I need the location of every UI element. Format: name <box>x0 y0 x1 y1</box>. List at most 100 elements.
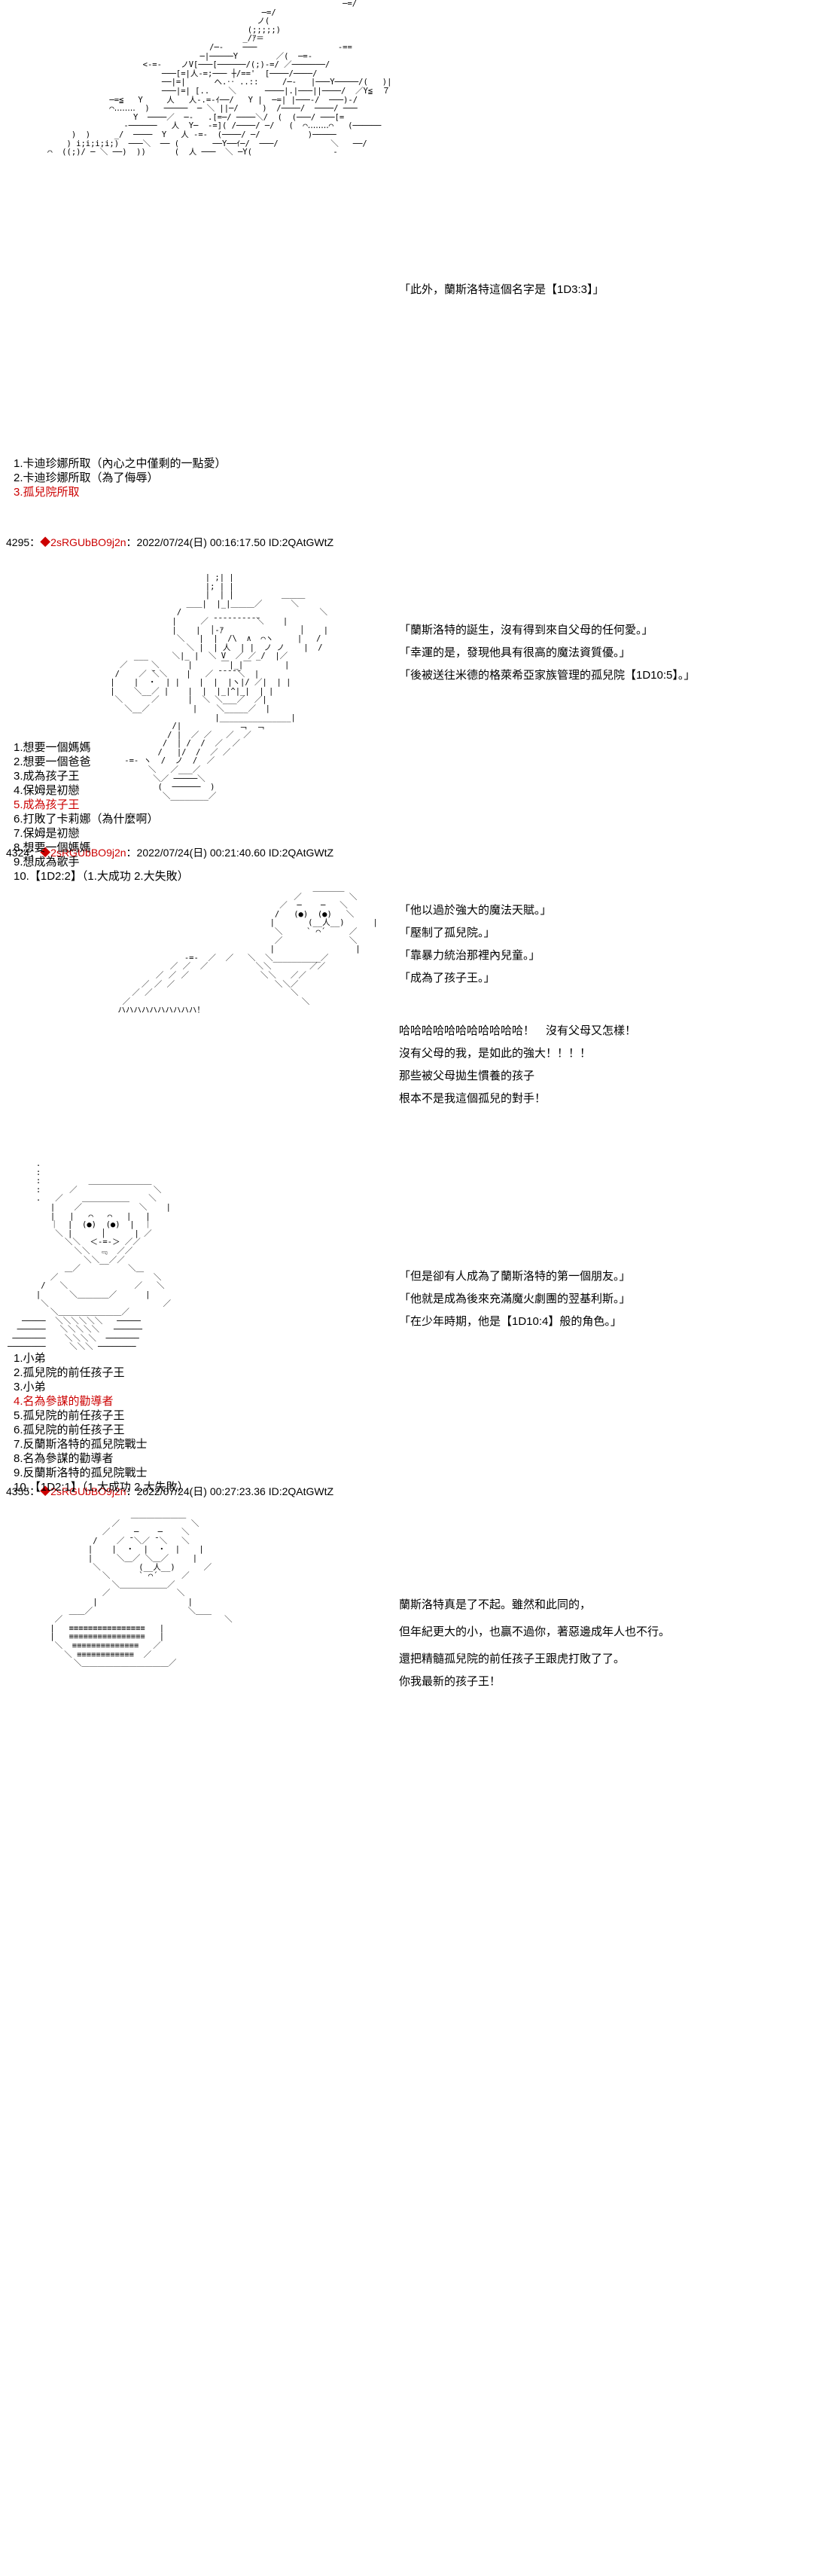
narration-line: 蘭斯洛特真是了不起。雖然和此同的， <box>399 1598 592 1611</box>
choice-item: 1.小弟 <box>14 1351 189 1366</box>
choice-label: 名為參謀的勸導者 <box>23 1395 114 1408</box>
narration-line: 但年紀更大的小，也贏不過你，著惡邊成年人也不行。 <box>399 1625 671 1638</box>
choice-label: 【1D2:1】（1.大成功 2.大失敗） <box>29 1481 189 1494</box>
post-uid: ID:2QAtGWtZ <box>268 536 334 548</box>
choice-number: 3. <box>14 1381 23 1393</box>
post-4355-a: ＿＿＿＿ ／ ＼ ／ ─ ─ ＼ / (●) (●) ＼ | (__ <box>0 884 813 1140</box>
choice-number: 5. <box>14 798 23 811</box>
post-author: 2sRGUbBO9j2n <box>50 536 126 548</box>
choice-number: 5. <box>14 1409 23 1422</box>
speech-bubble: 「但是卻有人成為了蘭斯洛特的第一個朋友。」 <box>399 1270 631 1283</box>
diamond-icon: ◆ <box>40 1485 51 1497</box>
narration-line: 沒有父母的我，是如此的強大！！！！ <box>399 1047 592 1060</box>
choice-number: 7. <box>14 1438 23 1451</box>
choice-number: 3. <box>14 770 23 783</box>
ascii-art-5: ＿＿＿＿＿＿＿ ／ ＼ ／ ─ ─ ＼ / ／ ̄ ＼／ ̄ ＼ ＼ | | ・… <box>50 1511 233 1668</box>
post-footer-1: 4295：◆2sRGUbBO9j2n：2022/07/24(日) 00:16:1… <box>6 536 334 548</box>
choice-item: 8.名為參謀的勸導者 <box>14 1451 189 1466</box>
ascii-art-2: | ;| | |; | | | | | ＿＿＿ ＿＿| |_|＿＿＿／ ＼ / … <box>110 574 329 801</box>
choice-label: 名為參謀的勸導者 <box>23 1452 114 1465</box>
choice-item: 7.保姆是初戀 <box>14 826 189 841</box>
choice-list-1: 1.卡迪珍娜所取（內心之中僅剩的一點愛） 2.卡迪珍娜所取（為了侮辱） 3.孤兒… <box>0 452 227 499</box>
narration-line: 哈哈哈哈哈哈哈哈哈哈哈！ 沒有父母又怎樣！ <box>399 1024 637 1037</box>
choice-label: 想要一個爸爸 <box>23 755 91 768</box>
post-date: 2022/07/24(日) 00:21:40.60 <box>136 847 266 859</box>
choice-label: 成為孩子王 <box>23 770 80 783</box>
speech-bubble: 「此外，蘭斯洛特這個名字是【1D3:3】」 <box>399 283 604 296</box>
choice-item: 2.孤兒院的前任孩子王 <box>14 1366 189 1380</box>
choice-label: 保姆是初戀 <box>23 827 80 840</box>
choice-number: 2. <box>14 755 23 768</box>
post-author: 2sRGUbBO9j2n <box>50 1485 126 1497</box>
post-number[interactable]: 4355 <box>6 1485 30 1497</box>
choice-number: 6. <box>14 813 23 826</box>
choice-number: 6. <box>14 1424 23 1436</box>
choice-number: 4. <box>14 1395 23 1408</box>
choice-label: 孤兒院的前任孩子王 <box>23 1424 125 1436</box>
choice-label: 卡迪珍娜所取（為了侮辱） <box>23 472 159 484</box>
choice-number: 8. <box>14 1452 23 1465</box>
post-date: 2022/07/24(日) 00:16:17.50 <box>136 536 266 548</box>
choice-label: 想要一個媽媽 <box>23 741 91 754</box>
speech-bubble: 「成為了孩子王。」 <box>399 972 495 984</box>
ascii-art-4: . : : ＿＿＿＿＿＿＿＿ : ／ ＼ . ／ ＿＿＿＿＿＿ ＼ | ／ ＼ … <box>8 1160 171 1352</box>
choice-item: 3.小弟 <box>14 1380 189 1394</box>
choice-number: 1. <box>14 741 23 754</box>
choice-label: 卡迪珍娜所取（內心之中僅剩的一點愛） <box>23 457 227 470</box>
choice-number: 1. <box>14 457 23 470</box>
speech-bubble: 「靠暴力統治那裡內兒童。」 <box>399 949 540 962</box>
post-final: ＿＿＿＿＿＿＿ ／ ＼ ／ ─ ─ ＼ / ／ ̄ ＼／ ̄ ＼ ＼ | | ・… <box>0 1511 813 1760</box>
choice-item: 3.成為孩子王 <box>14 769 189 783</box>
choice-item: 6.打敗了卡莉娜（為什麼啊） <box>14 812 189 826</box>
diamond-icon: ◆ <box>40 847 51 859</box>
speech-group-2: 「蘭斯洛特的誕生，沒有得到來自父母的任何愛。」 「幸運的是，發現他具有很高的魔法… <box>399 619 809 687</box>
post-footer-4: 4355：◆2sRGUbBO9j2n：2022/07/24(日) 00:27:2… <box>6 1485 334 1497</box>
choice-label: 小弟 <box>23 1352 46 1365</box>
narration-line: 你我最新的孩子王！ <box>399 1675 501 1688</box>
post-number[interactable]: 4295 <box>6 536 30 548</box>
narration-line: 根本不是我這個孤兒的對手！ <box>399 1092 547 1105</box>
choice-number: 7. <box>14 827 23 840</box>
post-author: 2sRGUbBO9j2n <box>50 847 126 859</box>
choice-label: 想要一個媽媽 <box>23 841 91 854</box>
choice-item: 9.想成為歌手 <box>14 855 189 869</box>
speech-bubble: 「在少年時期，他是【1D10:4】般的角色。」 <box>399 1315 622 1328</box>
narration-group-3: 哈哈哈哈哈哈哈哈哈哈哈！ 沒有父母又怎樣！ 沒有父母的我，是如此的強大！！！！ … <box>399 1020 809 1110</box>
choice-item: 10.【1D2:2】（1.大成功 2.大失敗） <box>14 869 189 884</box>
ascii-art-1: ─=/ ─=/ ノ( (;;;;;) <box>47 0 392 157</box>
choice-label: 保姆是初戀 <box>23 784 80 797</box>
choice-item: 2.想要一個爸爸 <box>14 755 189 769</box>
speech-bubble: 「他就是成為後來充滿魔火劇團的翌基利斯。」 <box>399 1293 631 1305</box>
post-date: 2022/07/24(日) 00:27:23.36 <box>136 1485 266 1497</box>
choice-item-selected: 3.孤兒院所取 <box>14 485 227 499</box>
choice-item: 2.卡迪珍娜所取（為了侮辱） <box>14 471 227 485</box>
narration-line: 那些被父母拋生慣養的孩子 <box>399 1070 535 1082</box>
choice-label: 想成為歌手 <box>23 856 80 868</box>
choice-number: 4. <box>14 784 23 797</box>
choice-item: 6.孤兒院的前任孩子王 <box>14 1423 189 1437</box>
choice-number: 2. <box>14 1366 23 1379</box>
post-4324: | ;| | |; | | | | | ＿＿＿ ＿＿| |_|＿＿＿／ ＼ / … <box>0 574 813 883</box>
speech-bubble: 「壓制了孤兒院。」 <box>399 926 495 939</box>
ascii-art-3: ＿＿＿＿ ／ ＼ ／ ─ ─ ＼ / (●) (●) ＼ | (__ <box>117 884 378 1015</box>
choice-label: 【1D2:2】（1.大成功 2.大失敗） <box>29 870 189 883</box>
choice-item-selected: 4.名為參謀的勸導者 <box>14 1394 189 1409</box>
choice-label: 打敗了卡莉娜（為什麼啊） <box>23 813 159 826</box>
choice-number: 10. <box>14 1481 29 1494</box>
choice-label: 小弟 <box>23 1381 46 1393</box>
choice-label: 反蘭斯洛特的孤兒院戰士 <box>23 1467 148 1479</box>
post-number[interactable]: 4324 <box>6 847 30 859</box>
speech-bubble: 「他以過於強大的魔法天賦。」 <box>399 904 552 917</box>
speech-group-3: 「他以過於強大的魔法天賦。」 「壓制了孤兒院。」 「靠暴力統治那裡內兒童。」 「… <box>399 899 809 990</box>
choice-item: 10.【1D2:1】（1.大成功 2.大失敗） <box>14 1480 189 1494</box>
diamond-icon: ◆ <box>40 536 51 548</box>
choice-label: 孤兒院的前任孩子王 <box>23 1366 125 1379</box>
choice-label: 孤兒院的前任孩子王 <box>23 1409 125 1422</box>
choice-number: 9. <box>14 1467 23 1479</box>
post-footer-2: 4324：◆2sRGUbBO9j2n：2022/07/24(日) 00:21:4… <box>6 847 334 859</box>
choice-item-selected: 5.成為孩子王 <box>14 798 189 812</box>
choice-number: 8. <box>14 841 23 854</box>
thread-page: ─=/ ─=/ ノ( (;;;;;) <box>0 0 813 1760</box>
post-uid: ID:2QAtGWtZ <box>268 1485 334 1497</box>
choice-item: 4.保姆是初戀 <box>14 783 189 798</box>
